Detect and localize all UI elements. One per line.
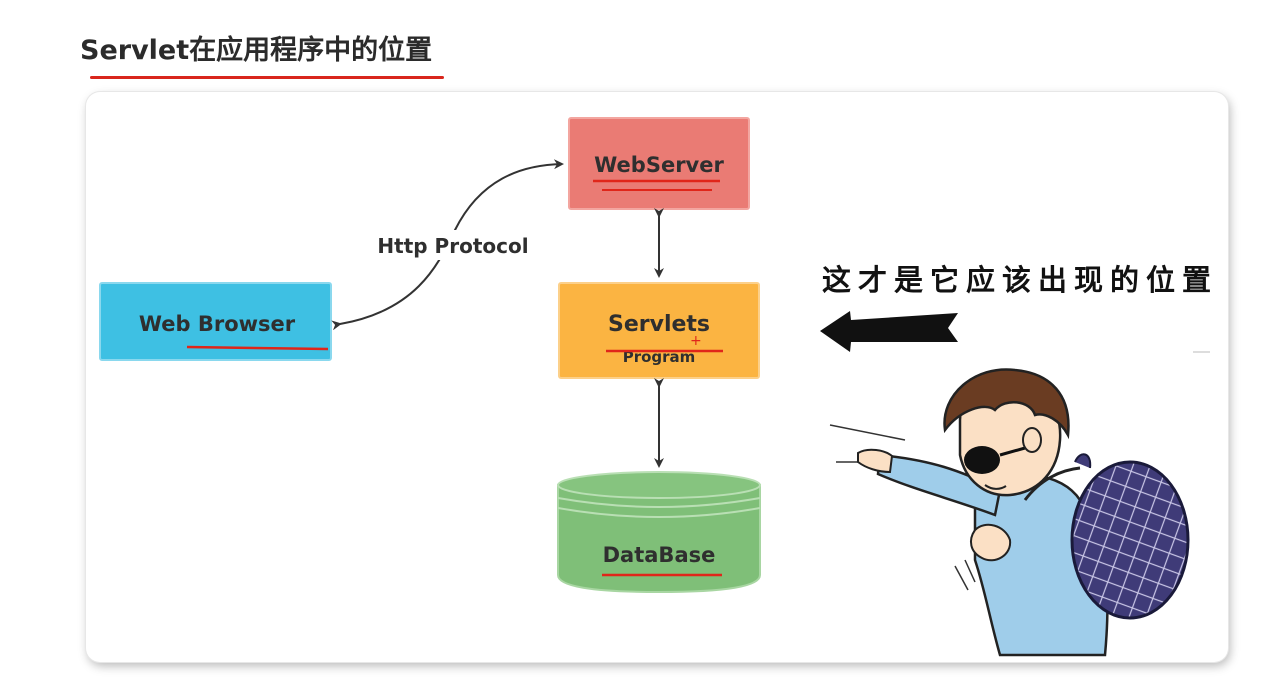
browser-underline (186, 345, 329, 351)
title-underline (90, 76, 444, 79)
database-label: DataBase (603, 543, 716, 567)
http-protocol-label: Http Protocol (377, 234, 528, 258)
browser-label: Web Browser (139, 312, 296, 336)
database-node: DataBase (557, 471, 761, 594)
cursor-plus-icon: + (690, 333, 702, 349)
edges: Http Protocol (331, 159, 664, 468)
page-title: Servlet在应用程序中的位置 (80, 35, 433, 66)
http-label-bg (368, 230, 536, 260)
cartoon-man-illustration (829, 368, 1190, 657)
webserver-node: WebServer (568, 117, 750, 210)
servlets-label: Servlets (608, 312, 710, 337)
browser-node: Web Browser (99, 282, 332, 361)
callout-text: 这才是它应该出现的位置 (822, 263, 1218, 297)
servlets-node: Servlets Program + (558, 282, 760, 379)
webserver-label: WebServer (594, 153, 724, 177)
callout-arrow-icon (820, 311, 1210, 353)
servlets-sublabel: Program (623, 348, 696, 366)
